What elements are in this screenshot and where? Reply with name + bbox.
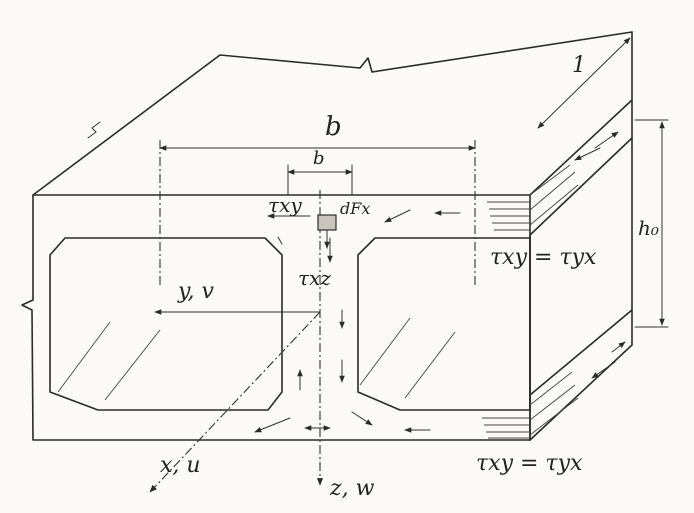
top-slab-break-line	[87, 121, 101, 139]
label-tau-xz: τxz	[298, 266, 331, 290]
label-tau-equality-top: τxy = τyx	[490, 245, 597, 270]
dimension-h0	[634, 119, 669, 328]
label-b-small: b	[313, 148, 325, 169]
dimension-length	[537, 37, 631, 129]
label-axis-x: x, u	[160, 453, 201, 478]
stress-element-dFx	[317, 214, 337, 231]
bottom-flange-hatch	[482, 371, 579, 439]
dimension-b	[159, 140, 476, 285]
label-b: b	[325, 112, 342, 142]
top-flange-hatch	[487, 164, 579, 231]
left-cell-outline	[49, 237, 283, 411]
front-face-outline	[21, 194, 531, 441]
label-tau-equality-bottom: τxy = τyx	[476, 451, 583, 476]
shear-flow-arrows	[254, 131, 626, 433]
top-slab-back-edge	[32, 31, 633, 196]
label-tau-xy: τxy	[268, 193, 302, 217]
label-axis-z: z, w	[329, 476, 375, 501]
label-h0: h₀	[638, 216, 659, 240]
side-flange-bottom	[529, 309, 633, 441]
dimension-b-small	[287, 164, 353, 196]
cell-hatching	[57, 317, 456, 401]
label-length: 1	[572, 53, 586, 78]
right-cell-outline	[357, 237, 531, 411]
label-axis-y: y, v	[177, 279, 214, 304]
label-dFx: dFx	[340, 199, 370, 218]
axis-x	[149, 311, 321, 493]
